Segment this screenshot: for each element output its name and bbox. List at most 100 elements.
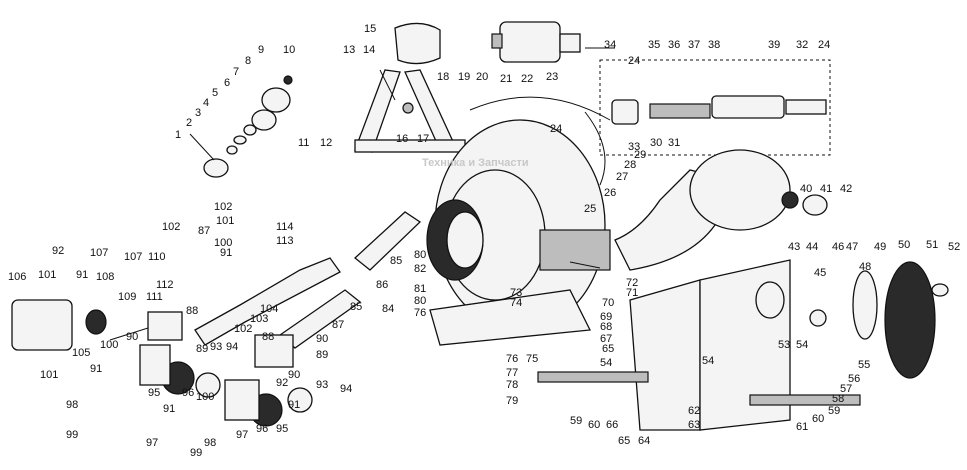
- callout-c27: 27: [616, 171, 628, 183]
- callout-c110: 110: [148, 251, 166, 263]
- pulley-assembly: [755, 261, 949, 379]
- callout-c92b: 92: [276, 377, 288, 389]
- callout-c1: 1: [175, 129, 181, 141]
- callout-c25: 25: [584, 203, 596, 215]
- callout-c96b: 96: [256, 423, 268, 435]
- callout-c64: 64: [638, 435, 650, 447]
- callout-c9: 9: [258, 44, 264, 56]
- callout-c24a: 24: [550, 123, 562, 135]
- callout-c94a: 94: [226, 341, 238, 353]
- callout-c114: 114: [276, 221, 294, 233]
- callout-c89a: 89: [196, 343, 208, 355]
- callout-c91e: 91: [220, 247, 232, 259]
- callout-c40: 40: [800, 183, 812, 195]
- callout-c51: 51: [926, 239, 938, 251]
- callout-c44: 44: [806, 241, 818, 253]
- callout-c4: 4: [203, 97, 209, 109]
- callout-c98b: 98: [204, 437, 216, 449]
- callout-c93b: 93: [316, 379, 328, 391]
- callout-c86: 86: [376, 279, 388, 291]
- callout-c20: 20: [476, 71, 488, 83]
- callout-c81: 81: [414, 283, 426, 295]
- callout-c101b: 101: [216, 215, 234, 227]
- callout-c60b: 60: [812, 413, 824, 425]
- callout-c30: 30: [650, 137, 662, 149]
- shaft-assembly: [599, 59, 831, 156]
- callout-c46: 46: [832, 241, 844, 253]
- callout-c73: 73: [510, 287, 522, 299]
- callout-c82: 82: [414, 263, 426, 275]
- callout-c39: 39: [768, 39, 780, 51]
- callout-c111: 111: [146, 291, 163, 303]
- callout-c34: 34: [604, 39, 616, 51]
- callout-c42: 42: [840, 183, 852, 195]
- callout-c12: 12: [320, 137, 332, 149]
- callout-c74: 74: [510, 297, 522, 309]
- fan-hub-parts: [203, 75, 293, 178]
- callout-c98a: 98: [66, 399, 78, 411]
- callout-c75: 75: [526, 353, 538, 365]
- callout-c59b: 59: [828, 405, 840, 417]
- callout-c16: 16: [396, 133, 408, 145]
- watermark: Техника и Запчасти: [422, 157, 529, 169]
- callout-c92a: 92: [52, 245, 64, 257]
- callout-c78: 78: [506, 379, 518, 391]
- left-components: [11, 299, 313, 427]
- intake-elbow: [614, 149, 828, 271]
- callout-c77: 77: [506, 367, 518, 379]
- callout-c15: 15: [364, 23, 376, 35]
- callout-c108: 108: [96, 271, 114, 283]
- callout-c100a: 100: [214, 237, 232, 249]
- callout-c113: 113: [276, 235, 294, 247]
- callout-c57: 57: [840, 383, 852, 395]
- callout-c54a: 54: [702, 355, 714, 367]
- callout-c54c: 54: [600, 357, 612, 369]
- leader-lines: [109, 47, 615, 341]
- air-cleaner-housing: [426, 119, 611, 331]
- callout-c94b: 94: [340, 383, 352, 395]
- callout-c49: 49: [874, 241, 886, 253]
- callout-c32: 32: [796, 39, 808, 51]
- callout-c100b: 100: [100, 339, 118, 351]
- callout-c60a: 60: [588, 419, 600, 431]
- callout-c103: 103: [250, 313, 268, 325]
- callout-c76b: 76: [506, 353, 518, 365]
- support-bracket: [354, 22, 466, 153]
- callout-c107a: 107: [90, 247, 108, 259]
- callout-c50: 50: [898, 239, 910, 251]
- callout-c65b: 65: [618, 435, 630, 447]
- callout-c90a: 90: [126, 331, 138, 343]
- callout-c61: 61: [796, 421, 808, 433]
- callout-c11: 11: [298, 137, 309, 149]
- callout-c104: 104: [260, 303, 278, 315]
- callout-c21: 21: [500, 73, 512, 85]
- callout-c53: 53: [778, 339, 790, 351]
- callout-c67: 67: [600, 333, 612, 345]
- callout-c2: 2: [186, 117, 192, 129]
- callout-c45: 45: [814, 267, 826, 279]
- callout-c29: 29: [634, 149, 646, 161]
- callout-c89b: 89: [316, 349, 328, 361]
- callout-c62: 62: [688, 405, 700, 417]
- callout-c107b: 107: [124, 251, 142, 263]
- callout-c101c: 101: [40, 369, 58, 381]
- callout-c24c: 24: [818, 39, 830, 51]
- callout-c22: 22: [521, 73, 533, 85]
- callout-c90c: 90: [288, 369, 300, 381]
- callout-c84: 84: [382, 303, 394, 315]
- callout-c105: 105: [72, 347, 90, 359]
- callout-c99b: 99: [190, 447, 202, 459]
- callout-c13: 13: [343, 44, 355, 56]
- callout-c80b: 80: [414, 295, 426, 307]
- callout-c7: 7: [233, 66, 239, 78]
- callout-c91b: 91: [90, 363, 102, 375]
- callout-c76a: 76: [414, 307, 426, 319]
- callout-c85b: 85: [350, 301, 362, 313]
- callout-c95a: 95: [148, 387, 160, 399]
- callout-c33: 33: [628, 141, 640, 153]
- callout-c38: 38: [708, 39, 720, 51]
- callout-c109: 109: [118, 291, 136, 303]
- callout-c90b: 90: [316, 333, 328, 345]
- callout-c101a: 101: [38, 269, 56, 281]
